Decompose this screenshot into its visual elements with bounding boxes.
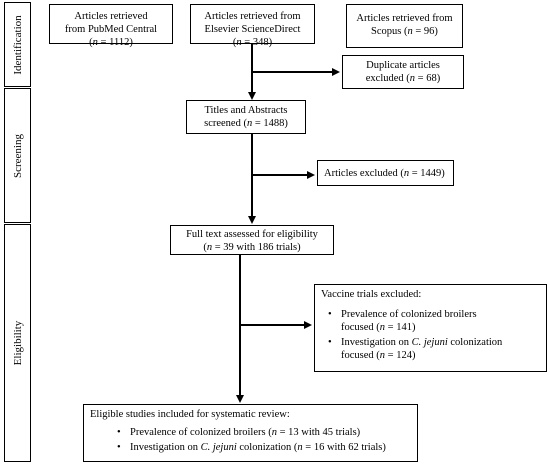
scopus-count: Scopus (n = 96)	[371, 26, 438, 37]
titles-box: Titles and Abstracts screened (n = 1488)	[186, 100, 306, 134]
eligible-title: Eligible studies included for systematic…	[90, 409, 290, 420]
pubmed-box: Articles retrieved from PubMed Central (…	[49, 4, 173, 48]
stage-eligibility: Eligibility	[4, 224, 31, 462]
pubmed-line1: Articles retrieved	[74, 11, 148, 22]
stage-identification-label: Identification	[11, 14, 24, 75]
elsevier-count: (n = 348)	[232, 37, 273, 48]
connector-to-vaccine	[240, 324, 304, 326]
eligible-item-investigation: Investigation on C. jejuni colonization …	[117, 441, 413, 454]
vaccine-item1-line1: Prevalence of colonized broilers	[341, 309, 477, 320]
duplicates-count: excluded (n = 68)	[365, 73, 441, 84]
stage-screening: Screening	[4, 88, 31, 223]
arrow-right-icon	[304, 321, 312, 329]
elsevier-line1: Articles retrieved from	[204, 11, 301, 22]
scopus-line1: Articles retrieved from	[356, 13, 453, 24]
connector-to-excluded	[252, 174, 307, 176]
pubmed-count: (n = 1112)	[89, 37, 133, 48]
pubmed-line2: from PubMed Central	[64, 24, 158, 35]
vaccine-item-prevalence: Prevalence of colonized broilers focused…	[328, 308, 542, 334]
vaccine-item2-line1: Investigation on C. jejuni colonization	[341, 337, 503, 348]
eligible-box: Eligible studies included for systematic…	[83, 404, 418, 462]
arrow-down-icon	[248, 92, 256, 100]
titles-count: screened (n = 1488)	[204, 118, 288, 129]
vaccine-title: Vaccine trials excluded:	[321, 289, 422, 300]
fulltext-box: Full text assessed for eligibility (n = …	[170, 225, 334, 255]
titles-line1: Titles and Abstracts	[204, 105, 288, 116]
excluded-text: Articles excluded (n = 1449)	[324, 168, 445, 179]
elsevier-line2: Elsevier ScienceDirect	[204, 24, 301, 35]
vaccine-item2-count: focused (n = 124)	[341, 350, 416, 361]
vaccine-item-investigation: Investigation on C. jejuni colonization …	[328, 336, 542, 362]
duplicates-line1: Duplicate articles	[366, 60, 440, 71]
elsevier-box: Articles retrieved from Elsevier Science…	[190, 4, 315, 48]
connector-elsevier-titles	[251, 44, 253, 92]
arrow-right-icon	[307, 171, 315, 179]
arrow-down-icon	[248, 216, 256, 224]
arrow-down-icon	[236, 395, 244, 403]
duplicates-box: Duplicate articles excluded (n = 68)	[342, 55, 464, 89]
arrow-right-icon	[332, 68, 340, 76]
stage-eligibility-label: Eligibility	[11, 320, 24, 366]
fulltext-count: (n = 39 with 186 trials)	[203, 242, 301, 253]
connector-to-duplicates	[252, 71, 332, 73]
stage-screening-label: Screening	[11, 133, 24, 178]
stage-identification: Identification	[4, 2, 31, 87]
fulltext-line1: Full text assessed for eligibility	[186, 229, 318, 240]
eligible-item-prevalence: Prevalence of colonized broilers (n = 13…	[117, 426, 413, 439]
vaccine-box: Vaccine trials excluded: Prevalence of c…	[314, 284, 547, 372]
scopus-box: Articles retrieved from Scopus (n = 96)	[346, 4, 463, 48]
excluded-box: Articles excluded (n = 1449)	[317, 160, 454, 186]
vaccine-item1-count: focused (n = 141)	[341, 322, 416, 333]
